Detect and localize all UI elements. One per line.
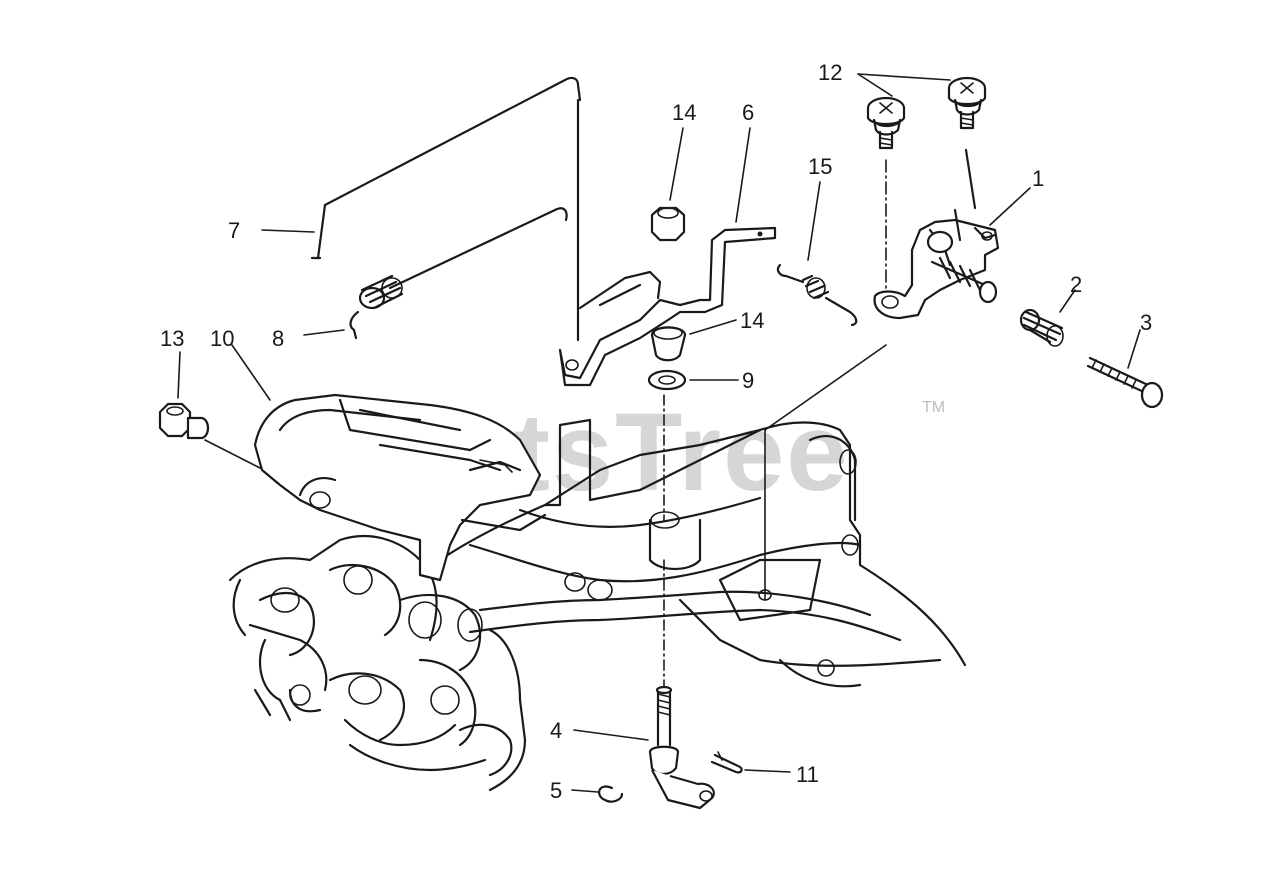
part-14-nut-upper	[650, 206, 686, 242]
leader-lines	[177, 73, 1141, 793]
callout-7: 7	[228, 218, 240, 243]
part-4-shaft	[648, 685, 715, 810]
part-15-spring	[776, 263, 858, 327]
watermark-tm: TM	[922, 399, 945, 416]
callout-11: 11	[796, 762, 819, 787]
callout-13: 13	[160, 326, 184, 351]
callout-12: 12	[818, 60, 842, 85]
part-1-bracket	[873, 148, 1000, 320]
part-13-bolt	[158, 402, 210, 440]
callout-9: 9	[742, 368, 754, 393]
part-10-cover	[253, 393, 547, 582]
callout-14-lower: 14	[740, 308, 764, 333]
part-9-washer	[647, 369, 687, 391]
part-12-screw-left	[866, 96, 906, 291]
part-8-spring	[358, 274, 404, 310]
part-11-pin	[710, 751, 743, 774]
callout-6: 6	[742, 100, 754, 125]
callout-15: 15	[808, 154, 832, 179]
callout-1: 1	[1032, 166, 1044, 191]
part-3-screw	[1086, 356, 1164, 409]
callout-10: 10	[210, 326, 234, 351]
engine-block	[228, 418, 967, 792]
part-12-screw-right	[947, 76, 987, 130]
callout-8: 8	[272, 326, 284, 351]
callout-4: 4	[550, 718, 562, 743]
part-2-spring	[1019, 308, 1064, 347]
callout-3: 3	[1140, 310, 1152, 335]
part-7-rod	[310, 76, 582, 260]
part-14-bushing-lower	[650, 326, 687, 362]
callout-labels: 1 2 3 4 5 6 7 8 9 10 11 12 13 14 14 15	[160, 60, 1152, 803]
callout-14-upper: 14	[672, 100, 696, 125]
part-6-lever	[558, 98, 777, 387]
part-8-spring-link	[349, 207, 568, 340]
callout-2: 2	[1070, 272, 1082, 297]
part-5-clip	[598, 785, 624, 803]
callout-5: 5	[550, 778, 562, 803]
